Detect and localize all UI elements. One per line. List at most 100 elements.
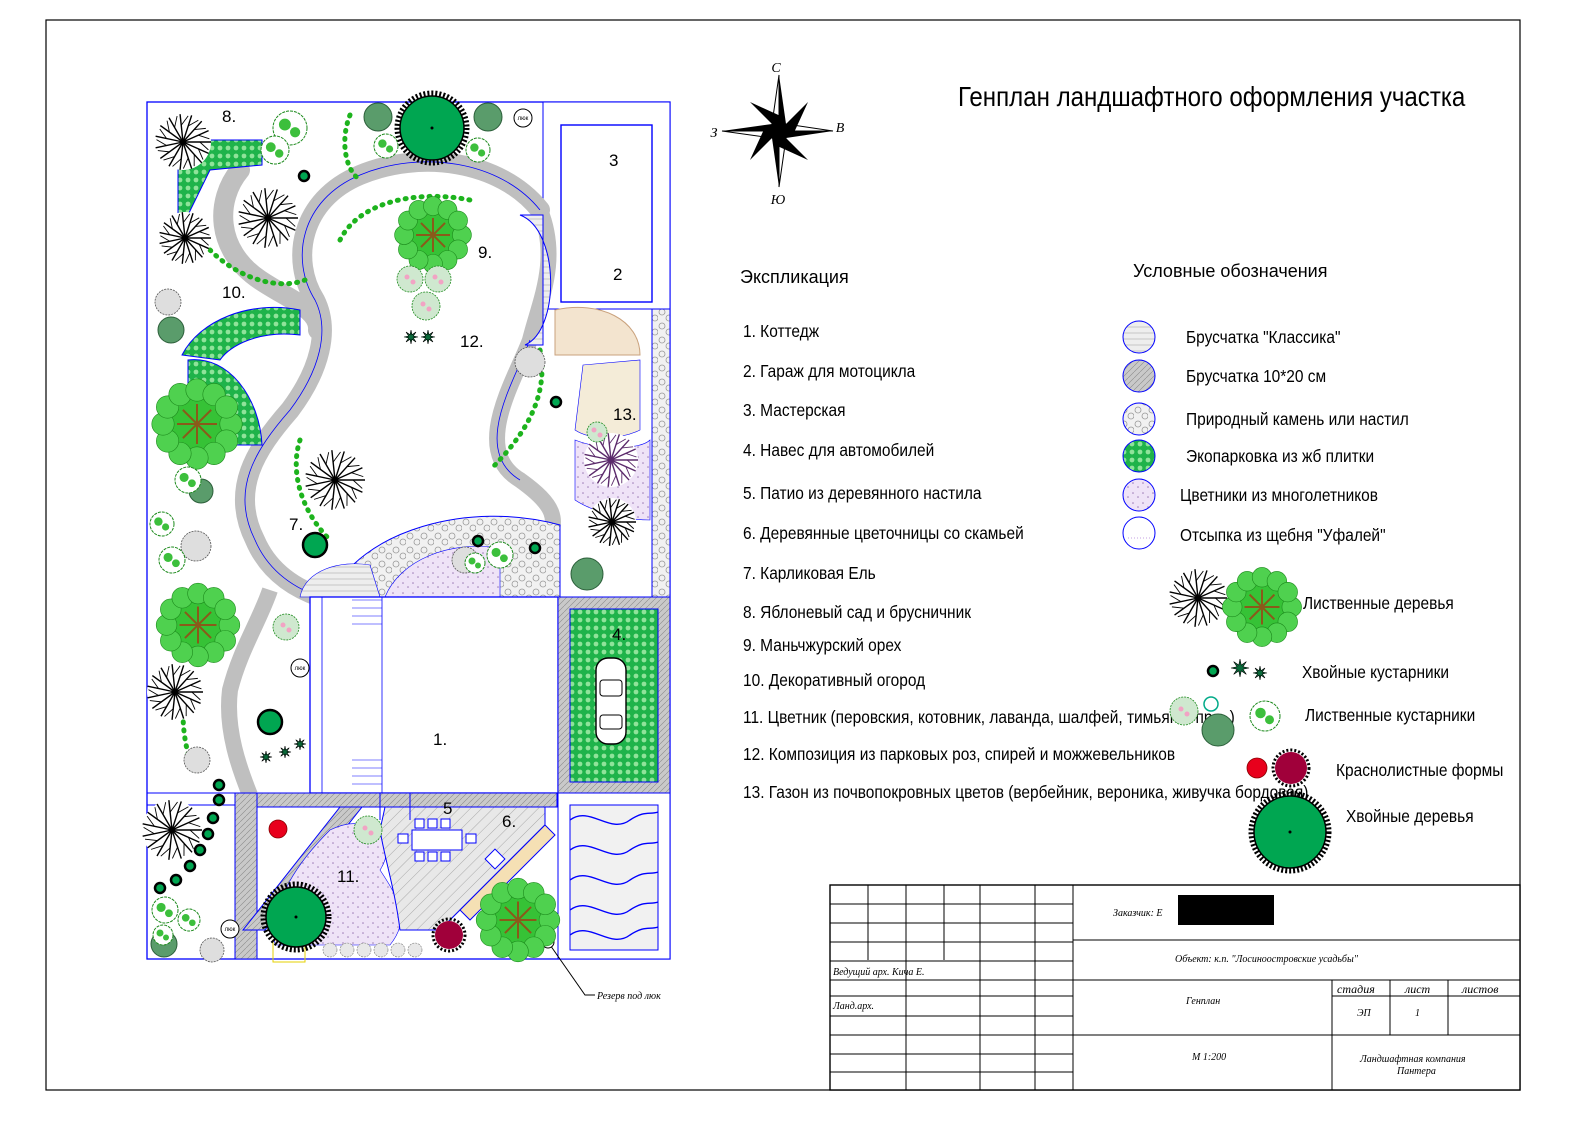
reserve-hatch-note: Резерв под люк [596,991,661,1002]
conifer-shrub-icon [473,102,503,132]
reserve-leader-line [547,941,595,996]
deciduous-tree-icon [238,188,298,248]
explication-item: 3. Мастерская [743,400,845,420]
legend-label: Природный камень или настил [1186,409,1409,429]
conifer-shrub-icon [1201,713,1235,747]
gravel-fill-icon [1122,516,1156,550]
conifer-shrub-icon [193,843,207,857]
deciduous-tree-icon [394,196,472,274]
svg-text:10.: 10. [222,283,246,302]
workshop-arc [519,214,552,346]
conifer-shrub-icon [293,737,307,751]
svg-text:люк: люк [225,927,236,933]
conifer-shrub-icon [570,557,604,591]
plan-numbers: 1. 2 3 4. 5 6. 7. 8. 9. 10. 11. 12. 13. [222,107,637,886]
drawing-name: Генплан [1185,996,1220,1007]
conifer-tree-icon [394,90,470,166]
legend-label: Цветники из многолетников [1180,485,1378,505]
legend-label: Хвойные кустарники [1302,662,1449,682]
gray-shrub-icon [199,937,225,963]
small-shrub [322,942,338,958]
small-shrub [390,942,406,958]
scale-value: М 1:200 [1191,1052,1226,1063]
conifer-shrub-icon [212,793,226,807]
deciduous-shrub-icon [177,908,201,932]
deciduous-tree-icon [142,800,202,860]
small-shrub [356,942,372,958]
rose-shrub-icon [353,815,383,845]
rose-shrub-icon [272,613,300,641]
patio-table [397,818,477,862]
deciduous-shrub-icon [152,924,174,946]
deciduous-tree-icon [588,498,636,546]
deciduous-tree-icon [147,664,203,720]
explication-item: 4. Навес для автомобилей [743,440,934,460]
explication-item: 1. Коттедж [743,321,820,341]
gray-shrub-icon [514,346,546,378]
plants [142,90,638,963]
paving-10x20-icon [1122,359,1156,393]
red-leaf-icon [1246,757,1268,779]
conifer-shrub-icon [201,827,215,841]
company-line1: Ландшафтная компания [1359,1054,1466,1065]
deciduous-tree-icon [475,877,561,963]
small-shrub [407,942,423,958]
deciduous-tree-icon [151,378,243,470]
explication-item: 2. Гараж для мотоцикла [743,361,916,381]
explication-list: 1. Коттедж 2. Гараж для мотоцикла 3. Масте… [743,321,1308,802]
deciduous-shrub-icon [373,133,399,159]
workshop-building [560,124,653,303]
right-gravel-strip [651,308,671,598]
conifer-shrub-icon [212,778,226,792]
conifer-shrub-icon [528,541,542,555]
svg-text:3: 3 [609,151,618,170]
stone-semicircle [554,306,641,356]
compass-rose: С Ю З В [711,61,845,208]
legend: Условные обозначения Брусчатка "Классика… [1122,261,1503,874]
legend-label: Брусчатка "Классика" [1186,327,1341,347]
gray-shrub-icon [180,530,212,562]
explication-item: 5. Патио из деревянного настила [743,483,982,503]
conifer-shrub-icon [1203,696,1219,712]
object-label: Объект: к.п. "Лосиноостровские усадьбы" [1175,954,1359,965]
compass-west: З [711,126,718,141]
west-gray-strip [234,792,258,960]
deciduous-shrub-icon [272,110,308,146]
deciduous-tree-icon [159,212,211,264]
legend-label: Отсыпка из щебня "Уфалей" [1180,525,1386,545]
explication-item: 13. Газон из почвопокровных цветов (верб… [743,782,1308,802]
company-line2: Пантера [1396,1066,1436,1077]
deciduous-shrub-icon [260,135,290,165]
rose-shrub-icon [396,265,424,293]
deciduous-shrub-icon [486,541,514,569]
conifer-shrub-icon [403,329,419,345]
conifer-shrub-icon [1206,664,1220,678]
page-title: Генплан ландшафтного оформления участка [958,80,1466,112]
red-leaf-icon [431,917,467,953]
conifer-shrub-icon [363,102,393,132]
svg-text:люк: люк [518,116,529,122]
small-shrub [339,942,355,958]
land-architect: Ланд.арх. [832,1001,874,1012]
svg-text:8.: 8. [222,107,236,126]
deciduous-shrub-icon [1249,700,1281,732]
cottage [309,596,559,794]
conifer-shrub-icon [1252,665,1268,681]
natural-stone-icon [1122,402,1156,436]
small-shrub [373,942,389,958]
svg-text:12.: 12. [460,332,484,351]
paving-classic-icon [1122,320,1156,354]
stage-label: стадия [1337,982,1375,996]
conifer-shrub-icon [153,881,167,895]
title-block: Заказчик: Е Объект: к.п. "Лосиноостровск… [829,884,1521,1091]
conifer-shrub-icon [157,316,185,344]
vegetable-garden [181,306,301,361]
legend-label: Лиственные кустарники [1305,705,1475,725]
red-leaf-icon [268,819,288,839]
compass-north: С [771,61,781,76]
legend-label: Брусчатка 10*20 см [1186,366,1326,386]
svg-text:9.: 9. [478,243,492,262]
conifer-shrub-icon [301,531,329,559]
conifer-tree-icon [1248,790,1332,874]
